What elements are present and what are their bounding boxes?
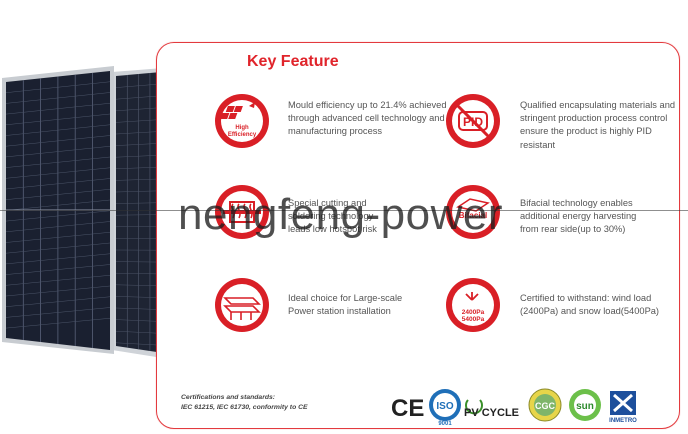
svg-text:5400Pa: 5400Pa bbox=[462, 316, 485, 323]
feature-text-power-station: Ideal choice for Large-scale Power stati… bbox=[288, 293, 403, 317]
watermark-text: nengfeng-power bbox=[178, 190, 504, 239]
load-icon: 2400Pa 5400Pa bbox=[444, 276, 502, 334]
watermark-line bbox=[0, 210, 688, 211]
bifacial-badge: Bifacial bbox=[459, 211, 487, 220]
feature-text-pid: Qualified encapsulating materials and st… bbox=[520, 100, 676, 150]
svg-text:PV CYCLE: PV CYCLE bbox=[464, 407, 519, 419]
svg-text:ISO: ISO bbox=[436, 401, 453, 412]
ce-logo: CE bbox=[390, 393, 424, 426]
iso-logo: ISO 9001 bbox=[428, 388, 462, 431]
bifacial-icon: Bifacial bbox=[444, 183, 502, 241]
feature-text-load: Certified to withstand: wind load (2400P… bbox=[520, 293, 660, 317]
sun-logo: sun bbox=[567, 388, 603, 427]
cert-line-1: Certifications and standards: bbox=[181, 394, 276, 401]
high-efficiency-icon: High Efficiency bbox=[213, 92, 271, 150]
key-feature-title: Key Feature bbox=[247, 53, 339, 70]
svg-text:9001: 9001 bbox=[438, 421, 452, 426]
svg-text:sun: sun bbox=[576, 401, 594, 412]
power-station-icon bbox=[213, 276, 271, 334]
hotspot-icon bbox=[213, 183, 271, 241]
svg-text:CE: CE bbox=[391, 395, 424, 421]
feature-text-hotspot: Special cutting and soldering technology… bbox=[288, 198, 377, 235]
svg-text:Efficiency: Efficiency bbox=[228, 132, 257, 138]
certifications-text: Certifications and standards: IEC 61215,… bbox=[181, 393, 308, 413]
inmetro-logo: INMETRO bbox=[606, 389, 640, 428]
cgc-logo: CGC bbox=[528, 388, 562, 427]
svg-text:High: High bbox=[235, 125, 249, 131]
pid-icon: PID bbox=[444, 92, 502, 150]
svg-text:INMETRO: INMETRO bbox=[609, 418, 637, 423]
svg-text:2400Pa: 2400Pa bbox=[462, 309, 485, 316]
feature-text-bifacial: Bifacial technology enables additional e… bbox=[520, 198, 637, 235]
svg-text:CGC: CGC bbox=[535, 401, 556, 411]
feature-text-efficiency: Mould efficiency up to 21.4% achieved th… bbox=[288, 100, 447, 137]
cert-line-2: IEC 61215, IEC 61730, conformity to CE bbox=[181, 404, 308, 411]
pv-cycle-logo: PV CYCLE bbox=[460, 396, 524, 425]
